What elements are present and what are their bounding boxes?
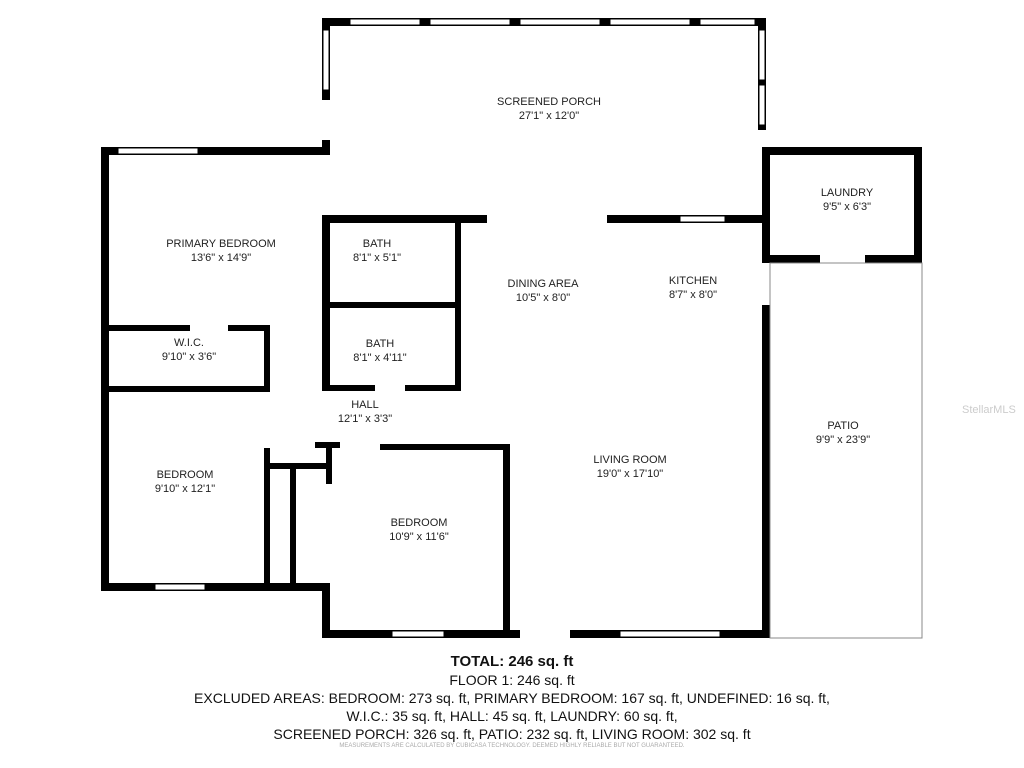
patio-outline bbox=[769, 262, 923, 639]
windows bbox=[117, 18, 766, 638]
watermark: StellarMLS bbox=[962, 404, 1016, 416]
disclaimer: MEASUREMENTS ARE CALCULATED BY CUBICASA … bbox=[339, 743, 685, 749]
floor-area: FLOOR 1: 246 sq. ft bbox=[449, 672, 575, 688]
excluded-areas-2: W.I.C.: 35 sq. ft, HALL: 45 sq. ft, LAUN… bbox=[346, 708, 678, 724]
excluded-areas-1: EXCLUDED AREAS: BEDROOM: 273 sq. ft, PRI… bbox=[194, 690, 830, 706]
room-wic: W.I.C.9'10" x 3'6" bbox=[161, 337, 217, 363]
excluded-areas-3: SCREENED PORCH: 326 sq. ft, PATIO: 232 s… bbox=[273, 726, 751, 742]
total-area: TOTAL: 246 sq. ft bbox=[450, 653, 574, 670]
